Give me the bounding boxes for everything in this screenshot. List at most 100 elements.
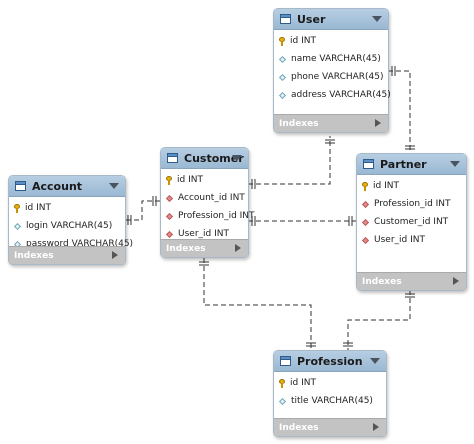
foreign-key-diamond-icon: [361, 218, 370, 226]
column-row[interactable]: Profession_id INT: [357, 195, 466, 213]
indexes-label: Indexes: [362, 276, 402, 287]
foreign-key-diamond-icon: [165, 230, 174, 238]
column-list: id INT login VARCHAR(45) password VARCHAR(…: [9, 197, 133, 257]
column-row[interactable]: login VARCHAR(45): [9, 217, 125, 235]
entity-profession[interactable]: Profession id INT title VARCHAR(45) Index…: [273, 350, 387, 437]
connector-customer-user: [248, 136, 331, 185]
key-icon: [279, 378, 285, 388]
column-row[interactable]: id INT: [357, 177, 466, 195]
entity-header[interactable]: User: [274, 9, 388, 30]
column-list: id INT title VARCHAR(45): [274, 372, 386, 414]
entity-title: Partner: [380, 157, 427, 171]
crowsfoot-one-customer-user-a: [251, 179, 256, 189]
column-label: Account_id INT: [178, 193, 245, 203]
column-label: Profession_id INT: [178, 211, 255, 221]
column-label: id INT: [25, 203, 51, 213]
crowsfoot-one-partner-profession-b: [343, 342, 353, 347]
chevron-down-icon[interactable]: [109, 183, 119, 189]
entity-customer[interactable]: Customer id INT Account_id INT Profession_…: [160, 147, 255, 258]
chevron-right-icon[interactable]: [235, 244, 241, 252]
chevron-right-icon[interactable]: [375, 119, 381, 127]
attribute-diamond-icon: [278, 397, 287, 405]
key-icon: [279, 36, 285, 46]
crowsfoot-one-customer-partner-b: [348, 216, 353, 226]
indexes-bar[interactable]: Indexes: [274, 114, 388, 132]
chevron-down-icon[interactable]: [372, 16, 382, 22]
entity-header[interactable]: Account: [9, 176, 125, 197]
connector-user-partner: [388, 70, 411, 153]
crowsfoot-one-user-partner-b: [405, 145, 415, 150]
column-row[interactable]: User_id INT: [357, 231, 466, 249]
attribute-diamond-icon: [278, 55, 287, 63]
column-row[interactable]: Profession_id INT: [161, 207, 255, 225]
table-icon: [363, 159, 374, 169]
column-row[interactable]: address VARCHAR(45): [274, 86, 391, 104]
column-label: phone VARCHAR(45): [291, 72, 384, 82]
column-row[interactable]: id INT: [274, 374, 386, 392]
entity-title: User: [297, 12, 326, 26]
foreign-key-diamond-icon: [165, 194, 174, 202]
column-list: id INT name VARCHAR(45) phone VARCHAR(45) a…: [274, 30, 391, 108]
table-icon: [15, 181, 26, 191]
column-row[interactable]: id INT: [274, 32, 388, 50]
chevron-down-icon[interactable]: [450, 161, 460, 167]
column-row[interactable]: Account_id INT: [161, 189, 248, 207]
indexes-bar[interactable]: Indexes: [9, 246, 125, 264]
column-row[interactable]: Customer_id INT: [357, 213, 466, 231]
crowsfoot-one-customer-user-b: [325, 139, 335, 144]
chevron-right-icon[interactable]: [453, 277, 459, 285]
foreign-key-diamond-icon: [165, 212, 174, 220]
connector-customer-profession: [203, 258, 312, 350]
entity-header[interactable]: Customer: [161, 148, 248, 169]
indexes-label: Indexes: [166, 243, 206, 254]
column-label: login VARCHAR(45): [26, 221, 113, 231]
indexes-label: Indexes: [14, 250, 54, 261]
column-list: id INT Account_id INT Profession_id INT Use…: [161, 169, 255, 247]
crowsfoot-one-customer-account-b: [152, 196, 157, 206]
attribute-diamond-icon: [278, 73, 287, 81]
column-label: title VARCHAR(45): [291, 396, 373, 406]
column-row[interactable]: phone VARCHAR(45): [274, 68, 388, 86]
column-label: User_id INT: [178, 229, 229, 239]
entity-title: Account: [32, 179, 83, 193]
column-row[interactable]: User_id INT: [161, 225, 248, 243]
entity-header[interactable]: Profession: [274, 351, 386, 372]
key-icon: [14, 203, 20, 213]
key-icon: [166, 175, 172, 185]
chevron-right-icon[interactable]: [112, 251, 118, 259]
table-icon: [280, 356, 291, 366]
chevron-right-icon[interactable]: [373, 423, 379, 431]
connector-partner-profession: [347, 290, 411, 350]
attribute-diamond-icon: [278, 91, 287, 99]
column-row[interactable]: password VARCHAR(45): [9, 235, 133, 253]
column-row[interactable]: id INT: [161, 171, 248, 189]
column-label: id INT: [290, 36, 316, 46]
column-label: password VARCHAR(45): [26, 239, 134, 249]
crowsfoot-one-customer-profession-a: [199, 261, 209, 266]
table-icon: [167, 153, 178, 163]
entity-header[interactable]: Partner: [357, 154, 466, 175]
entity-account[interactable]: Account id INT login VARCHAR(45) password …: [8, 175, 133, 265]
column-label: id INT: [373, 181, 399, 191]
foreign-key-diamond-icon: [361, 200, 370, 208]
indexes-bar[interactable]: Indexes: [161, 239, 248, 257]
column-row[interactable]: id INT: [9, 199, 125, 217]
indexes-bar[interactable]: Indexes: [357, 272, 466, 290]
column-label: name VARCHAR(45): [291, 54, 381, 64]
indexes-label: Indexes: [279, 422, 319, 433]
column-row[interactable]: title VARCHAR(45): [274, 392, 386, 410]
foreign-key-diamond-icon: [361, 236, 370, 244]
column-row[interactable]: name VARCHAR(45): [274, 50, 388, 68]
chevron-down-icon[interactable]: [232, 155, 242, 161]
entity-user[interactable]: User id INT name VARCHAR(45) phone VARCHAR…: [273, 8, 391, 133]
indexes-bar[interactable]: Indexes: [274, 418, 386, 436]
column-label: address VARCHAR(45): [291, 90, 391, 100]
crowsfoot-one-customer-partner-a: [251, 216, 256, 226]
key-icon: [362, 181, 368, 191]
entity-title: Profession: [297, 354, 363, 368]
attribute-diamond-icon: [13, 222, 22, 230]
entity-title: Customer: [184, 151, 244, 165]
chevron-down-icon[interactable]: [370, 358, 380, 364]
